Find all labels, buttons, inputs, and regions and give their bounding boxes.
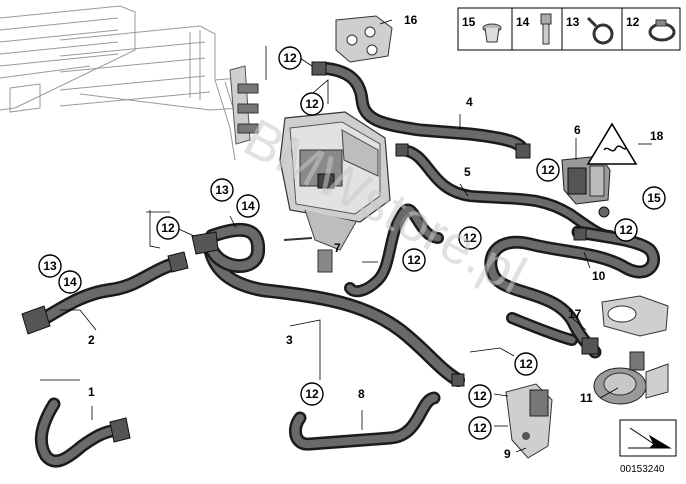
hose-2	[21, 251, 189, 335]
callout-13-a: 13	[215, 183, 229, 197]
callout-15: 15	[647, 191, 661, 205]
legend-label-15: 15	[462, 15, 476, 29]
callout-12-h: 12	[161, 221, 175, 235]
warning-label-18	[586, 122, 652, 165]
water-pump-11	[593, 351, 669, 405]
direction-arrow-box	[619, 419, 677, 457]
callout-8: 8	[358, 387, 365, 401]
hose-clamp-icon	[648, 19, 676, 42]
callout-12-c: 12	[541, 163, 555, 177]
hose-1	[35, 397, 131, 468]
callout-13-b: 13	[43, 259, 57, 273]
hose-8	[288, 391, 441, 451]
callout-1: 1	[88, 385, 95, 399]
mounting-plate-16	[335, 15, 393, 63]
callout-14-b: 14	[63, 275, 77, 289]
hose-10	[484, 225, 660, 359]
hose-clip-icon	[586, 16, 614, 45]
callout-11: 11	[580, 391, 593, 405]
hose-4	[311, 61, 531, 159]
callout-12-b: 12	[305, 97, 319, 111]
hose-7	[344, 203, 444, 298]
callout-12-g: 12	[407, 253, 421, 267]
valve-9	[505, 383, 553, 459]
legend-label-12: 12	[626, 15, 640, 29]
legend-label-14: 14	[516, 15, 530, 29]
hose-3	[191, 222, 465, 387]
callout-10: 10	[592, 269, 606, 283]
leader-lines	[40, 19, 619, 453]
callout-5: 5	[464, 165, 471, 179]
callout-9: 9	[504, 447, 511, 461]
auxiliary-heater-unit	[279, 111, 391, 273]
callout-6: 6	[574, 123, 581, 137]
valve-bracket	[229, 65, 259, 145]
callout-14-a: 14	[241, 199, 255, 213]
callout-4: 4	[466, 95, 473, 109]
legend-label-13: 13	[566, 15, 580, 29]
callout-16: 16	[404, 13, 418, 27]
callout-18: 18	[650, 129, 664, 143]
callout-17: 17	[568, 307, 582, 321]
callout-12-f: 12	[519, 357, 533, 371]
callout-3: 3	[286, 333, 293, 347]
callouts: 12 12 16 4 5 6 12 18 15 12 12 10 17 11 1…	[38, 13, 666, 461]
callout-7: 7	[334, 241, 341, 255]
callout-12-e: 12	[463, 231, 477, 245]
callout-12-d: 12	[619, 223, 633, 237]
hose-5	[395, 143, 616, 242]
callout-12-j: 12	[473, 389, 487, 403]
heater-core-outline	[0, 5, 241, 161]
valve-6	[561, 155, 611, 218]
fastener-legend: 15 14 13 12	[457, 7, 681, 51]
diagram-number: 00153240	[620, 464, 665, 475]
callout-12-i: 12	[305, 387, 319, 401]
bracket-17	[601, 295, 669, 337]
grommet-icon	[482, 23, 502, 43]
bolt-icon	[540, 13, 552, 45]
callout-2: 2	[88, 333, 95, 347]
callout-12-a: 12	[283, 51, 297, 65]
callout-12-k: 12	[473, 421, 487, 435]
